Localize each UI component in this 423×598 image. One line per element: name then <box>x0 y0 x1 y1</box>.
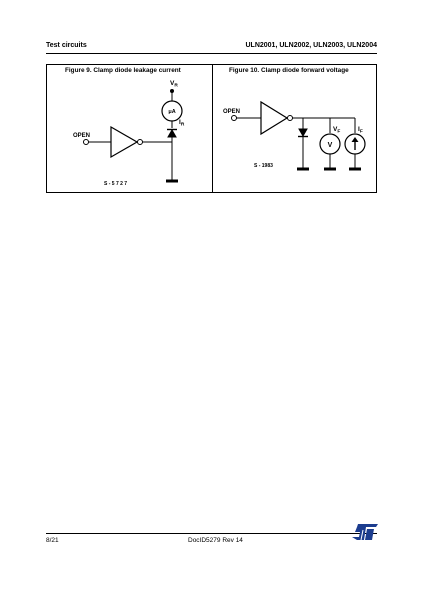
header-section-title: Test circuits <box>46 42 87 49</box>
figure-9-code: S - 5 7 2 7 <box>104 181 127 187</box>
footer-page-number: 8/21 <box>46 537 59 544</box>
figure-10-code: S - 1983 <box>254 163 273 169</box>
inverter-icon <box>260 100 289 136</box>
current-source-arrow-icon <box>351 137 359 150</box>
open-input-terminal <box>231 115 237 121</box>
figure-10-title: Figure 10. Clamp diode forward voltage <box>229 67 349 74</box>
clamp-diode-icon <box>298 128 308 138</box>
voltmeter-label: V <box>328 142 333 149</box>
vf-label: VF <box>333 126 340 135</box>
vr-terminal <box>170 89 174 93</box>
vr-label: VR <box>170 80 178 89</box>
open-label: OPEN <box>73 133 90 139</box>
figure-10-circuit: OPEN VF IF V S - 1983 <box>223 100 366 171</box>
figure-divider <box>212 65 213 192</box>
open-label: OPEN <box>223 109 240 115</box>
header-part-numbers: ULN2001, ULN2002, ULN2003, ULN2004 <box>245 42 377 49</box>
figure-box: Figure 9. Clamp diode leakage current Fi… <box>46 64 377 193</box>
st-logo-icon <box>352 524 378 540</box>
if-label: IF <box>358 126 363 135</box>
figure-9-circuit: OPEN VR μA IR S - 5 7 2 7 <box>73 80 185 187</box>
inverter-bubble <box>287 115 293 121</box>
footer-doc-id: DocID5279 Rev 14 <box>188 537 243 544</box>
footer-rule <box>46 533 377 534</box>
figure-9-title: Figure 9. Clamp diode leakage current <box>65 67 181 74</box>
microammeter-label: μA <box>168 109 175 115</box>
header-rule <box>46 53 377 54</box>
ir-label: IR <box>179 119 185 128</box>
inverter-icon <box>110 125 139 159</box>
